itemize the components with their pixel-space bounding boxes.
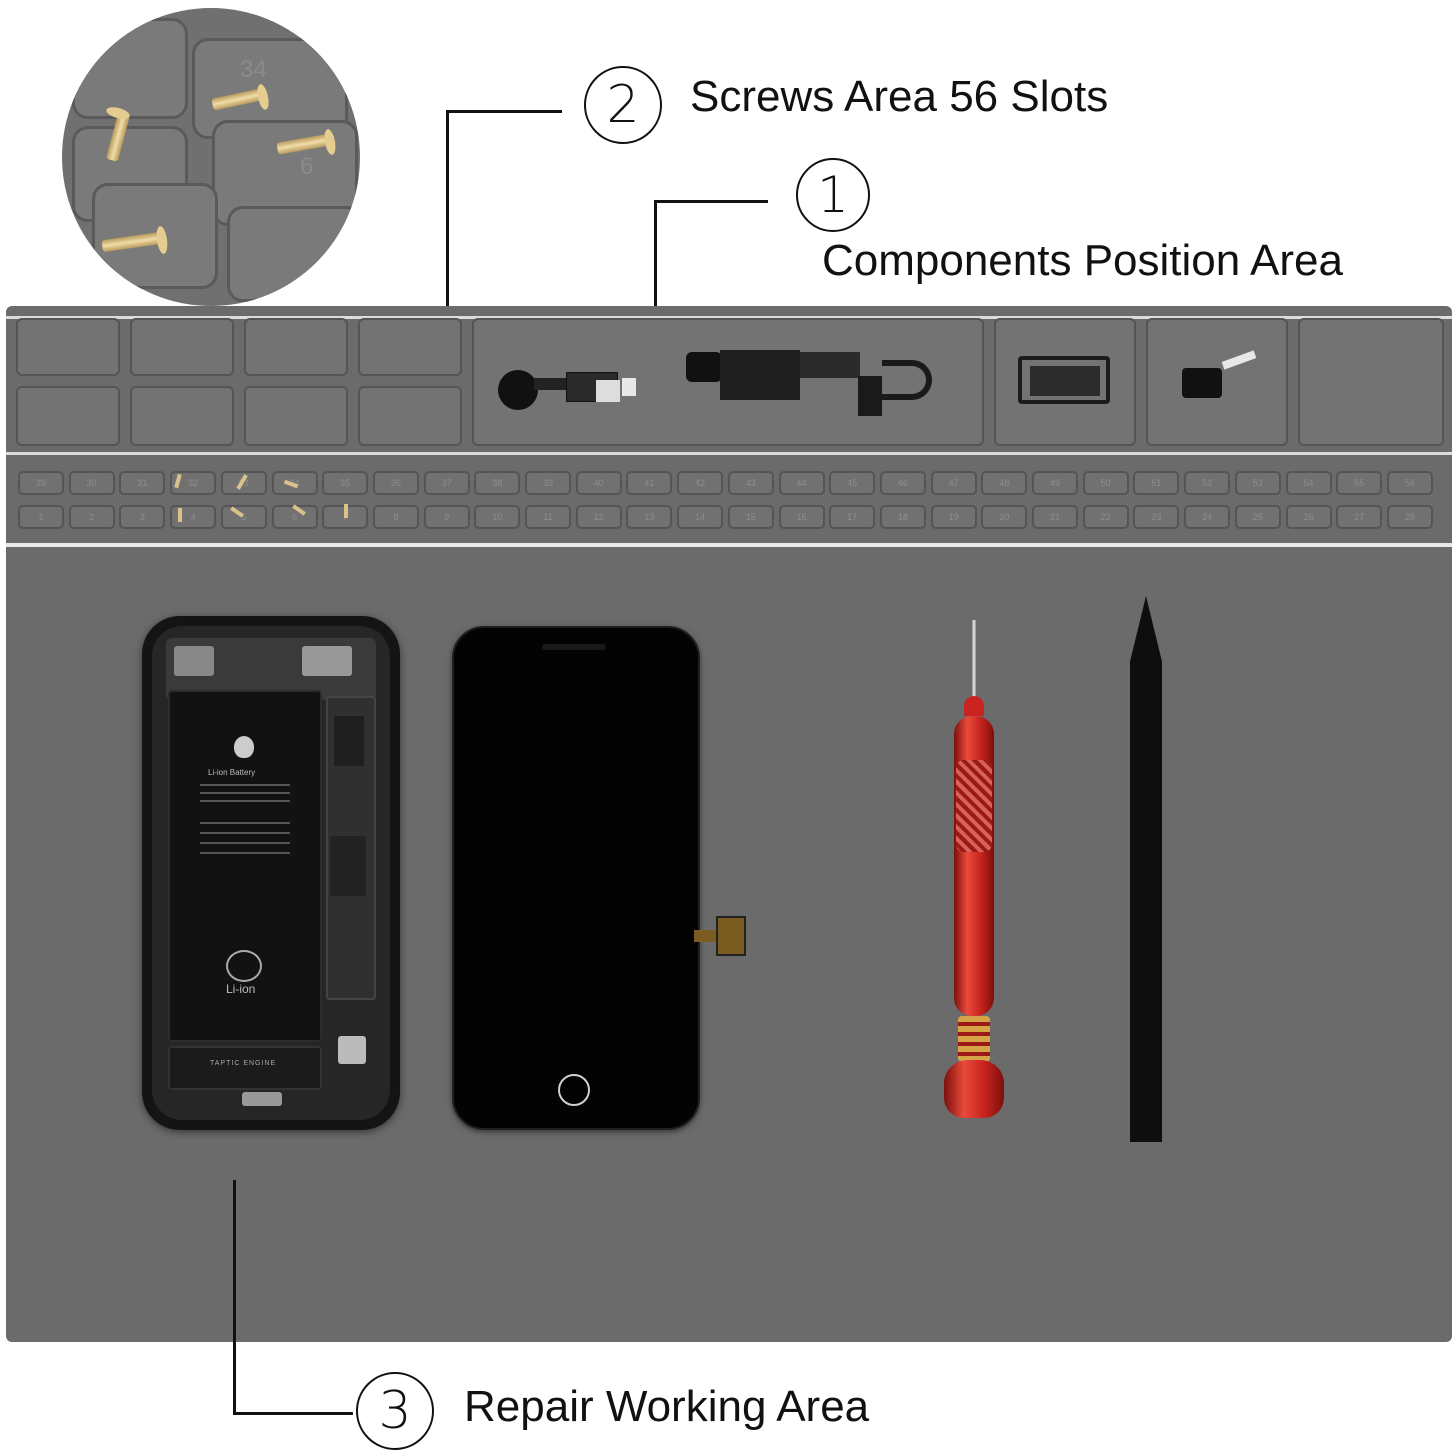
screw-slot: 45 <box>829 471 876 495</box>
screw-slot: 43 <box>727 471 774 495</box>
home-button-cable <box>498 370 538 410</box>
recycle-icon <box>226 950 262 982</box>
compartment <box>16 318 120 376</box>
compartment <box>1146 318 1288 446</box>
screw-slot: 21 <box>1032 505 1078 529</box>
screw-slot: 36 <box>372 471 419 495</box>
battery-label: Li-ion Battery <box>208 768 256 777</box>
screw-slot: 41 <box>626 471 673 495</box>
screw-slot: 24 <box>1184 505 1231 529</box>
screw-slot: 51 <box>1133 471 1180 495</box>
screw-slot: 23 <box>1133 505 1180 529</box>
screw-slot: 33 <box>220 471 267 495</box>
screw-slot: 13 <box>626 505 673 529</box>
screw-slot: 54 <box>1285 471 1332 495</box>
screw-slot: 26 <box>1285 505 1332 529</box>
small-component <box>1182 368 1222 398</box>
screw-slot: 48 <box>981 471 1028 495</box>
compartment <box>130 318 234 376</box>
screw-slot: 17 <box>829 505 876 529</box>
screwdriver <box>940 620 1010 1130</box>
screw-slot: 15 <box>727 505 774 529</box>
screw-slot: 18 <box>879 505 926 529</box>
screen-flex-cable <box>694 930 718 942</box>
screw-slot: 5 <box>220 505 267 529</box>
taptic-label: TAPTIC ENGINE <box>210 1060 277 1067</box>
compartment <box>244 386 348 446</box>
screw-slot: 16 <box>778 505 825 529</box>
screw-slot: 19 <box>930 505 977 529</box>
callout-label-screws-area: Screws Area 56 Slots <box>690 72 1109 121</box>
screw-slot: 22 <box>1082 505 1129 529</box>
screw-slot: 40 <box>575 471 622 495</box>
screw-slot: 8 <box>372 505 419 529</box>
screw-slot: 1 <box>18 505 64 529</box>
screw-slot: 31 <box>119 471 166 495</box>
screw-slot: 38 <box>474 471 521 495</box>
screw-slot: 10 <box>474 505 521 529</box>
screw-slot: 56 <box>1386 471 1433 495</box>
screw-slot: 29 <box>18 471 64 495</box>
callout-number-2: 2 <box>584 66 662 144</box>
inset-slot-number: 34 <box>240 56 267 83</box>
screw-slot: 9 <box>423 505 470 529</box>
callout-number-1: 1 <box>796 158 870 232</box>
screw-slot: 53 <box>1234 471 1281 495</box>
screw-slot: 44 <box>778 471 825 495</box>
spudger <box>1130 596 1162 1142</box>
taptic-engine: TAPTIC ENGINE <box>168 1046 322 1090</box>
screw-slot: 20 <box>981 505 1028 529</box>
compartment <box>358 386 462 446</box>
screw-slot: 47 <box>930 471 977 495</box>
battery-recycle-label: Li-ion <box>226 982 256 996</box>
screw-slot: 4 <box>170 505 217 529</box>
screw-slot: 55 <box>1336 471 1383 495</box>
screw-slot: 46 <box>879 471 926 495</box>
screw-slot: 50 <box>1082 471 1129 495</box>
compartment <box>1298 318 1444 446</box>
zoom-inset: 34 6 <box>62 8 360 306</box>
screw-slot: 28 <box>1386 505 1433 529</box>
compartment <box>244 318 348 376</box>
screw-slot: 3 <box>119 505 166 529</box>
compartment <box>16 386 120 446</box>
screw-slot: 25 <box>1234 505 1281 529</box>
callout-number-3: 3 <box>356 1372 434 1450</box>
screw-slot: 35 <box>322 471 369 495</box>
screw-slot: 52 <box>1184 471 1231 495</box>
screw-slot: 39 <box>525 471 571 495</box>
opened-iphone: Li-ion Battery Li-ion TAPTIC ENGINE <box>142 616 400 1130</box>
screw-slot: 30 <box>68 471 115 495</box>
callout-label-repair-area: Repair Working Area <box>464 1382 870 1431</box>
screw-slot: 14 <box>677 505 724 529</box>
iphone-screen <box>452 626 700 1130</box>
inset-slot-number: 6 <box>300 153 314 180</box>
callout-label-components-area: Components Position Area <box>822 236 1343 285</box>
screw-slot: 12 <box>575 505 622 529</box>
apple-logo-icon <box>234 736 254 758</box>
screw-icon <box>178 508 182 522</box>
screw-icon <box>344 504 348 518</box>
screw-slot: 11 <box>525 505 571 529</box>
screw-slot: 49 <box>1032 471 1078 495</box>
compartment <box>358 318 462 376</box>
home-button-icon <box>558 1074 590 1106</box>
battery: Li-ion Battery Li-ion <box>168 690 322 1042</box>
screw-slot: 27 <box>1336 505 1383 529</box>
sim-tray <box>1018 356 1110 404</box>
compartment <box>130 386 234 446</box>
front-camera-cable <box>686 352 722 382</box>
screw-slot: 2 <box>68 505 115 529</box>
screw-slot: 42 <box>677 471 724 495</box>
screw-slot: 37 <box>423 471 470 495</box>
